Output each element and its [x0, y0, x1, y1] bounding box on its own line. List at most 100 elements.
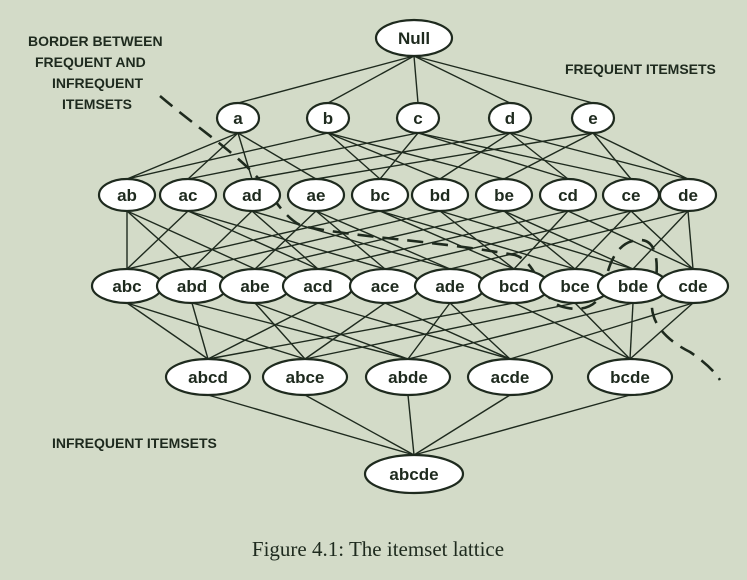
itemset-node-bce: bce — [538, 267, 612, 305]
lattice-edge — [187, 132, 419, 180]
lattice-edge — [632, 210, 689, 270]
itemset-node-de: de — [658, 177, 718, 213]
itemset-node-c: c — [395, 101, 441, 135]
lattice-edge — [126, 132, 329, 180]
lattice-edge — [304, 302, 386, 360]
itemset-node-abc: abc — [90, 267, 164, 305]
itemset-node-label: abd — [177, 277, 207, 296]
infrequent-itemsets-label: INFREQUENT ITEMSETS — [52, 435, 217, 451]
border-annotation-line-2: FREQUENT AND — [35, 54, 146, 70]
itemset-node-ellipse — [364, 357, 452, 397]
itemset-node-ce: ce — [601, 177, 661, 213]
itemset-node-label: de — [678, 186, 698, 205]
lattice-edge — [513, 210, 569, 270]
itemset-node-label: ade — [435, 277, 464, 296]
itemset-node-label: abcd — [188, 368, 228, 387]
itemset-node-ellipse — [410, 177, 470, 213]
itemset-node-be: be — [474, 177, 534, 213]
itemset-node-label: ace — [371, 277, 399, 296]
itemset-node-ellipse — [215, 101, 261, 135]
lattice-edge — [574, 210, 632, 270]
itemset-node-null: Null — [374, 18, 454, 58]
itemset-node-d: d — [487, 101, 533, 135]
itemset-node-ellipse — [395, 101, 441, 135]
itemset-node-abe: abe — [218, 267, 292, 305]
lattice-edge — [187, 132, 239, 180]
itemset-node-ellipse — [538, 177, 598, 213]
lattice-edge — [503, 210, 576, 270]
lattice-edge — [417, 132, 632, 180]
lattice-edge — [315, 210, 386, 270]
itemset-node-ellipse — [305, 101, 351, 135]
lattice-edge — [317, 210, 569, 270]
itemset-node-label: bce — [560, 277, 589, 296]
itemset-node-ellipse — [474, 177, 534, 213]
lattice-edge — [191, 302, 409, 360]
itemset-node-label: bde — [618, 277, 648, 296]
lattice-edge — [254, 210, 505, 270]
lattice-edge — [327, 55, 415, 104]
lattice-edge — [327, 132, 505, 180]
itemset-node-label: cd — [558, 186, 578, 205]
itemset-node-label: acd — [303, 277, 332, 296]
lattice-edge — [509, 132, 689, 180]
itemset-node-ace: ace — [348, 267, 422, 305]
lattice-edge — [407, 394, 415, 456]
itemset-node-label: ae — [307, 186, 326, 205]
lattice-edge — [237, 132, 317, 180]
itemset-node-abde: abde — [364, 357, 452, 397]
lattice-edge — [439, 210, 634, 270]
itemset-node-bde: bde — [596, 267, 670, 305]
lattice-edge — [384, 210, 632, 270]
itemset-node-bcde: bcde — [586, 357, 674, 397]
itemset-node-ellipse — [487, 101, 533, 135]
itemset-node-a: a — [215, 101, 261, 135]
itemset-node-label: d — [505, 109, 515, 128]
itemset-node-label: bd — [430, 186, 451, 205]
itemset-node-abd: abd — [155, 267, 229, 305]
itemset-node-ellipse — [164, 357, 252, 397]
itemset-node-abce: abce — [261, 357, 349, 397]
itemset-node-label: e — [588, 109, 597, 128]
lattice-edge — [207, 302, 515, 360]
border-annotation-line-4: ITEMSETS — [62, 96, 132, 112]
lattice-edge — [413, 394, 511, 456]
itemset-node-ellipse — [570, 101, 616, 135]
lattice-edge — [126, 210, 189, 270]
lattice-edge — [304, 302, 576, 360]
lattice-edge — [379, 132, 419, 180]
itemset-node-ab: ab — [97, 177, 157, 213]
itemset-node-ellipse — [222, 177, 282, 213]
itemset-node-label: abde — [388, 368, 428, 387]
lattice-edge — [509, 302, 694, 360]
lattice-edge — [191, 210, 253, 270]
lattice-edge — [254, 302, 409, 360]
lattice-edge — [384, 302, 511, 360]
itemset-node-ellipse — [286, 177, 346, 213]
itemset-node-cd: cd — [538, 177, 598, 213]
lattice-edge — [509, 132, 569, 180]
itemset-node-ellipse — [261, 357, 349, 397]
lattice-edge — [251, 132, 511, 180]
lattice-edge — [191, 210, 441, 270]
itemset-node-ac: ac — [158, 177, 218, 213]
frequent-itemsets-label: FREQUENT ITEMSETS — [565, 61, 716, 77]
lattice-edge — [327, 132, 381, 180]
lattice-edge — [413, 394, 631, 456]
itemset-node-label: bcde — [610, 368, 650, 387]
itemset-node-ade: ade — [413, 267, 487, 305]
lattice-edge — [417, 132, 569, 180]
lattice-edge — [439, 210, 515, 270]
itemset-node-abcd: abcd — [164, 357, 252, 397]
itemset-node-ellipse — [363, 453, 465, 495]
itemset-node-label: abce — [286, 368, 325, 387]
lattice-edge — [126, 210, 256, 270]
itemset-node-ellipse — [374, 18, 454, 58]
lattice-edge — [207, 394, 415, 456]
lattice-edge — [315, 132, 594, 180]
itemset-node-label: ce — [622, 186, 641, 205]
itemset-node-acd: acd — [281, 267, 355, 305]
